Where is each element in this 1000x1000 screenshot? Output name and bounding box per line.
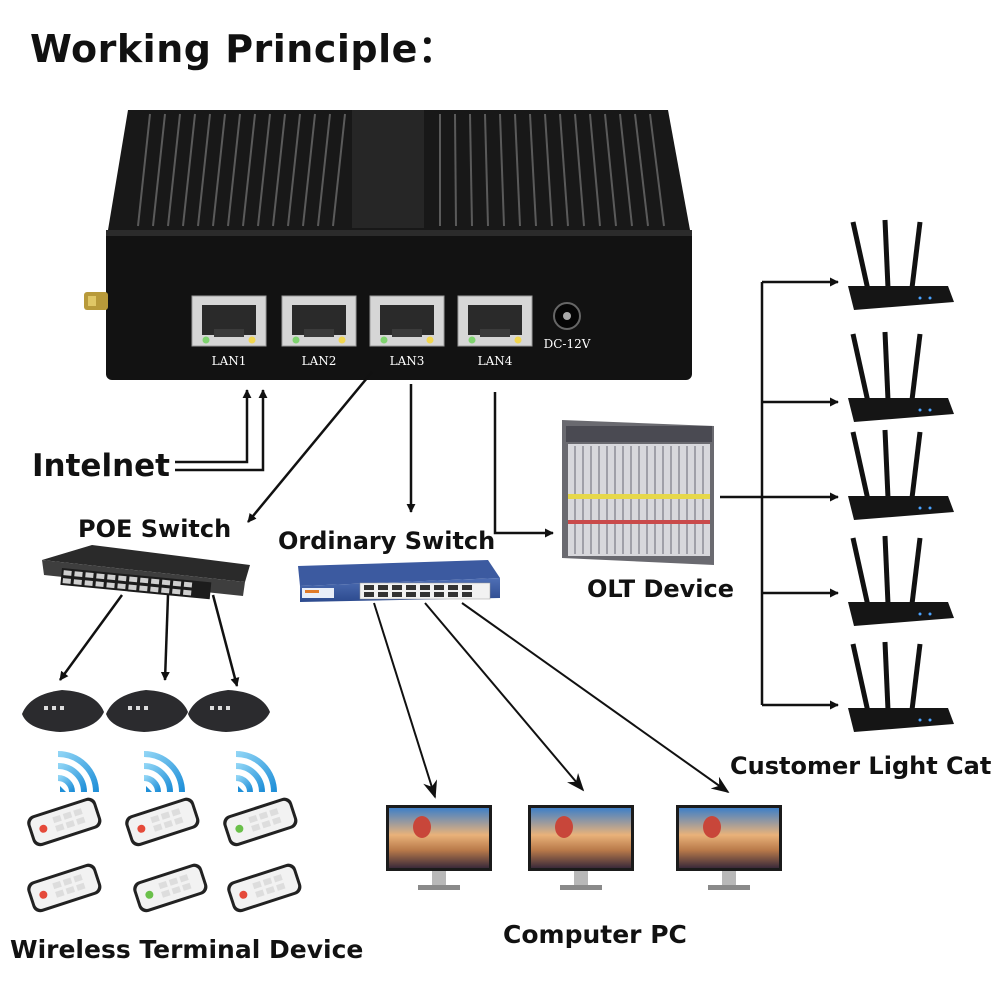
port-label-lan2: LAN2 <box>302 354 337 368</box>
poe-to-ap-link-3 <box>211 594 240 687</box>
monitor-icon <box>386 805 492 890</box>
access-point-3 <box>188 690 270 732</box>
poe-to-ap-link-1 <box>58 594 124 681</box>
switch-to-pc-link-3 <box>461 602 730 794</box>
monitor-icon <box>676 805 782 890</box>
switch-to-pc-link-2 <box>424 602 585 792</box>
phone-icon <box>133 863 208 913</box>
port-label-lan1: LAN1 <box>212 354 247 368</box>
page-title: Working Principle： <box>30 27 457 71</box>
olt-device <box>562 420 714 565</box>
access-point-2 <box>106 690 188 732</box>
phone-icon <box>227 863 302 913</box>
phone-icon <box>223 797 298 847</box>
router-4 <box>848 535 954 626</box>
poe-switch-label: POE Switch <box>78 515 232 543</box>
router-1 <box>848 219 954 310</box>
phone-icon <box>27 863 102 913</box>
router-5 <box>848 641 954 732</box>
wifi-icon <box>57 751 99 793</box>
lan3-to-poe-link <box>247 371 373 523</box>
lan4-to-olt-link <box>493 392 554 538</box>
phone-icon <box>27 797 102 847</box>
switch-to-pc-link-1 <box>373 602 438 799</box>
computer-pc-label: Computer PC <box>503 920 687 949</box>
lan-port-2 <box>281 295 357 347</box>
port-label-lan3: LAN3 <box>390 354 425 368</box>
wifi-icon <box>143 751 185 793</box>
power-label: DC-12V <box>544 337 591 351</box>
monitor-icon <box>528 805 634 890</box>
mini-pc: LAN1 LAN2 LAN3 LAN4 DC-12V <box>84 110 692 380</box>
lan-port-3 <box>369 295 445 347</box>
customer-light-cat-label: Customer Light Cat <box>730 752 992 780</box>
internet-link-a <box>175 389 252 464</box>
internet-label: Intelnet <box>32 448 170 484</box>
access-point-1 <box>22 690 104 732</box>
poe-to-ap-link-2 <box>160 594 170 681</box>
ordinary-switch <box>298 560 500 602</box>
wireless-terminal-device-label: Wireless Terminal Device <box>10 935 364 964</box>
router-3 <box>848 429 954 520</box>
dc-power-jack <box>553 302 581 330</box>
poe-switch <box>42 545 250 600</box>
connection-lines <box>58 277 839 799</box>
port-label-lan4: LAN4 <box>478 354 513 368</box>
olt-device-label: OLT Device <box>587 575 735 603</box>
lan-port-4 <box>457 295 533 347</box>
internet-link-b <box>175 389 268 472</box>
wifi-icon <box>235 751 277 793</box>
lan-port-1 <box>191 295 267 347</box>
router-2 <box>848 331 954 422</box>
ordinary-switch-label: Ordinary Switch <box>278 527 496 555</box>
phone-icon <box>125 797 200 847</box>
